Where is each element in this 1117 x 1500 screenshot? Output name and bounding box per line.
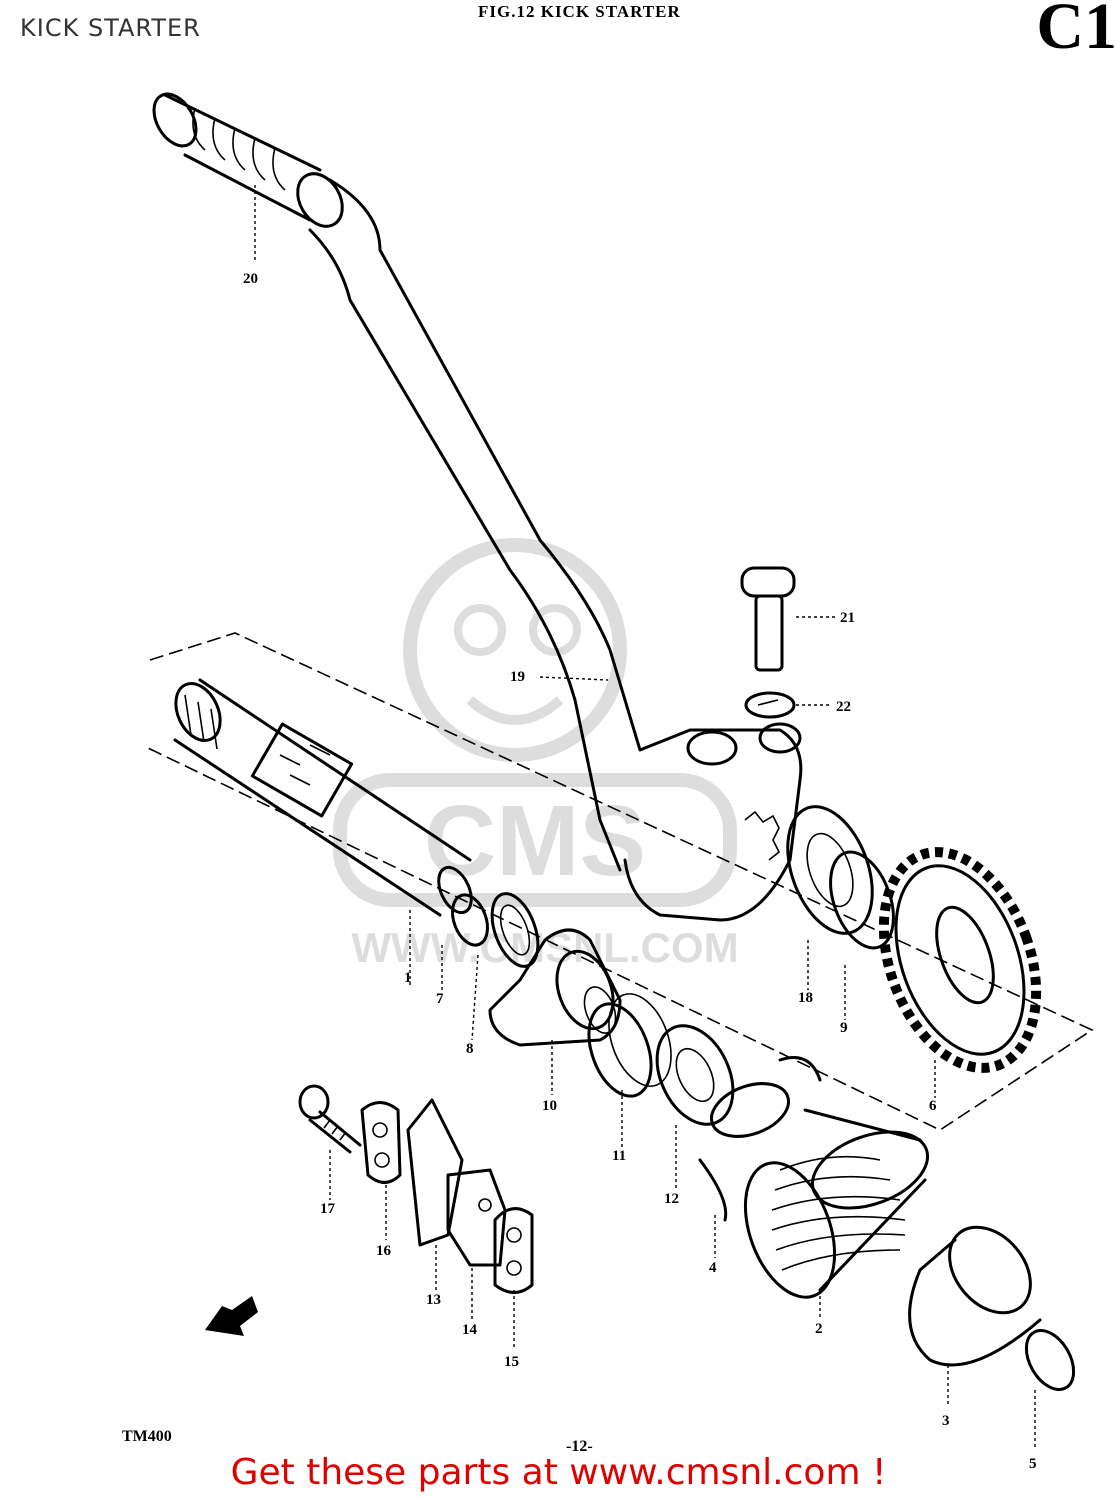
corner-mark: C1: [1036, 0, 1117, 63]
part-1-shaft: [173, 678, 473, 917]
part-21-bolt: [740, 566, 796, 672]
callout-1: 1: [404, 970, 412, 986]
part-18-washer: [786, 805, 874, 935]
part-13-plate: [406, 1098, 464, 1247]
callout-5: 5: [1029, 1456, 1037, 1472]
watermark-url: WWW.CMSNL.COM: [351, 924, 738, 971]
callout-4: 4: [709, 1260, 717, 1276]
callout-12: 12: [664, 1191, 679, 1207]
part-19-kick-lever: [308, 178, 803, 922]
callout-19: 19: [510, 669, 525, 685]
callout-7: 7: [436, 991, 444, 1007]
front-arrow-icon: [205, 1296, 258, 1336]
part-15-plate: [493, 1207, 534, 1294]
watermark-logo: CMS WWW.CMSNL.COM: [333, 538, 739, 971]
part-20-grip: [152, 92, 344, 228]
part-22-washer: [744, 691, 796, 719]
part-14-plate: [446, 1168, 507, 1267]
page-number: -12-: [566, 1438, 593, 1455]
callout-2: 2: [815, 1321, 823, 1337]
part-3-cover: [908, 1225, 1042, 1367]
part-16-lock-plate: [360, 1101, 402, 1184]
callout-6: 6: [929, 1098, 937, 1114]
callout-11: 11: [612, 1148, 626, 1164]
part-12-washer: [655, 1024, 735, 1126]
part-5-circlip: [1024, 1329, 1076, 1391]
part-11-spring: [587, 993, 672, 1098]
leader-lines: [254, 185, 1036, 1450]
callout-20: 20: [243, 271, 258, 287]
callout-8: 8: [466, 1041, 474, 1057]
callout-22: 22: [836, 699, 851, 715]
model-code: TM400: [122, 1428, 172, 1445]
callout-9: 9: [840, 1020, 848, 1036]
part-7-circlip: [451, 893, 489, 947]
callout-18: 18: [798, 990, 813, 1006]
figure-title: FIG.12 KICK STARTER: [478, 2, 681, 21]
watermark-text: CMS: [424, 785, 646, 897]
callout-16: 16: [376, 1243, 392, 1259]
callout-10: 10: [542, 1098, 557, 1114]
assembly-outline: [147, 632, 1094, 1131]
part-9-circlip: [829, 850, 895, 950]
callout-21: 21: [840, 610, 855, 626]
part-2-return-spring: [743, 1108, 930, 1299]
part-17-bolt: [298, 1084, 362, 1154]
callout-15: 15: [504, 1354, 519, 1370]
promo-link[interactable]: Get these parts at www.cmsnl.com !: [230, 1452, 887, 1493]
callout-13: 13: [426, 1292, 441, 1308]
callout-17: 17: [320, 1201, 336, 1217]
callout-3: 3: [942, 1413, 950, 1429]
part-4-clip: [698, 1056, 822, 1222]
part-6-gear: [878, 847, 1042, 1073]
page-title: KICK STARTER: [20, 14, 201, 42]
part-10-guide: [488, 928, 622, 1047]
callout-14: 14: [462, 1322, 478, 1338]
